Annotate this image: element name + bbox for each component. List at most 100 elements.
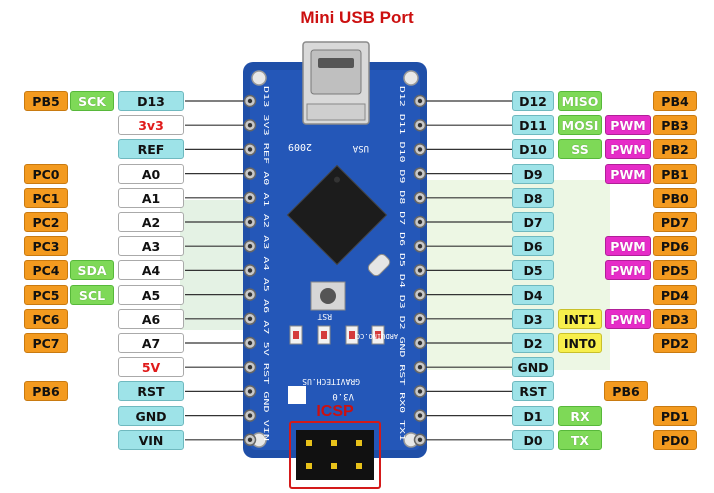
header-pin-hole	[248, 220, 252, 224]
pin-label-right-d11: D11	[512, 115, 554, 135]
silk-brand: GRAVITECH.US	[302, 377, 360, 386]
pwm-label-d11: PWM	[605, 115, 651, 135]
pin-label-left-3v3: 3v3	[118, 115, 184, 135]
port-label-pc4: PC4	[24, 260, 68, 280]
port-label-pb3: PB3	[653, 115, 697, 135]
pin-label-right-d1: D1	[512, 406, 554, 426]
port-label-pc1: PC1	[24, 188, 68, 208]
header-pin-hole	[418, 438, 422, 442]
header-pin-hole	[418, 220, 422, 224]
silk-left-labels: D13 3V3 REF A0 A1 A2 A3 A4 A5 A6 A7 5V R…	[262, 86, 271, 441]
silk-model: ARDUINO.CC	[356, 332, 398, 340]
header-pin-hole	[248, 317, 252, 321]
pin-label-left-d13: D13	[118, 91, 184, 111]
header-pin-hole	[418, 123, 422, 127]
pin-label-left-a3: A3	[118, 236, 184, 256]
silk-year: 2009	[288, 141, 312, 152]
header-pin-hole	[418, 171, 422, 175]
port-label-pb0: PB0	[653, 188, 697, 208]
port-label-pd2: PD2	[653, 333, 697, 353]
pin-label-right-d0: D0	[512, 430, 554, 450]
pin-label-right-d2: D2	[512, 333, 554, 353]
port-label-pb1: PB1	[653, 164, 697, 184]
reset-button	[311, 282, 345, 310]
left-header-pins	[245, 96, 256, 446]
header-pin-hole	[248, 99, 252, 103]
pwm-label-d3: PWM	[605, 309, 651, 329]
pin-label-right-d7: D7	[512, 212, 554, 232]
pin-label-right-d9: D9	[512, 164, 554, 184]
pin-label-right-d10: D10	[512, 139, 554, 159]
icsp-header	[290, 422, 380, 488]
silk-version: V3.0	[332, 391, 354, 401]
header-pin-hole	[418, 292, 422, 296]
pin-label-left-a0: A0	[118, 164, 184, 184]
pin-label-right-d3: D3	[512, 309, 554, 329]
pin-label-left-a5: A5	[118, 285, 184, 305]
pin-label-right-d8: D8	[512, 188, 554, 208]
pin-label-left-a6: A6	[118, 309, 184, 329]
func-label-tx: TX	[558, 430, 602, 450]
mini-usb-connector	[303, 42, 369, 124]
header-pin-hole	[418, 196, 422, 200]
header-pin-hole	[248, 438, 252, 442]
pwm-label-d10: PWM	[605, 139, 651, 159]
pin-label-left-ref: REF	[118, 139, 184, 159]
func-label-int0: INT0	[558, 333, 602, 353]
header-pin-hole	[418, 413, 422, 417]
port-label-pd5: PD5	[653, 260, 697, 280]
pin-label-left-a4: A4	[118, 260, 184, 280]
mount-hole	[404, 71, 418, 85]
header-pin-hole	[248, 196, 252, 200]
func-label-sda: SDA	[70, 260, 114, 280]
header-pin-hole	[418, 317, 422, 321]
port-label-pc0: PC0	[24, 164, 68, 184]
led-lens	[293, 331, 299, 339]
led-lens	[349, 331, 355, 339]
port-label-pd7: PD7	[653, 212, 697, 232]
port-label-pd0: PD0	[653, 430, 697, 450]
header-pin-hole	[248, 389, 252, 393]
pwm-label-d9: PWM	[605, 164, 651, 184]
port-label-pb5: PB5	[24, 91, 68, 111]
func-label-rx: RX	[558, 406, 602, 426]
header-pin-hole	[248, 171, 252, 175]
port-label-pb6: PB6	[24, 381, 68, 401]
pin-label-left-a2: A2	[118, 212, 184, 232]
port-label-pc5: PC5	[24, 285, 68, 305]
pin-label-right-gnd: GND	[512, 357, 554, 377]
mount-hole	[252, 71, 266, 85]
pwm-label-d6: PWM	[605, 236, 651, 256]
port-label-pc6: PC6	[24, 309, 68, 329]
pin-label-right-d12: D12	[512, 91, 554, 111]
pin-label-right-rst: RST	[512, 381, 554, 401]
silk-made-in: USA	[352, 143, 369, 153]
func-label-scl: SCL	[70, 285, 114, 305]
header-pin-hole	[248, 341, 252, 345]
pin-label-left-a7: A7	[118, 333, 184, 353]
func-label-int1: INT1	[558, 309, 602, 329]
pin-label-left-5v: 5V	[118, 357, 184, 377]
header-pin-hole	[248, 413, 252, 417]
pwm-label-d5: PWM	[605, 260, 651, 280]
pin-label-right-d5: D5	[512, 260, 554, 280]
pin-label-left-gnd: GND	[118, 406, 184, 426]
pin-label-left-vin: VIN	[118, 430, 184, 450]
header-pin-hole	[418, 389, 422, 393]
func-label-miso: MISO	[558, 91, 602, 111]
port-label-pc2: PC2	[24, 212, 68, 232]
port-label-pd3: PD3	[653, 309, 697, 329]
header-pin-hole	[248, 365, 252, 369]
func-label-sck: SCK	[70, 91, 114, 111]
func-label-mosi: MOSI	[558, 115, 602, 135]
header-pin-hole	[248, 292, 252, 296]
header-pin-hole	[418, 99, 422, 103]
pin-label-right-d6: D6	[512, 236, 554, 256]
right-header-pins	[415, 96, 426, 446]
pin-label-left-a1: A1	[118, 188, 184, 208]
port-label-pd1: PD1	[653, 406, 697, 426]
header-pin-hole	[418, 244, 422, 248]
led-lens	[321, 331, 327, 339]
port-label-pb4: PB4	[653, 91, 697, 111]
